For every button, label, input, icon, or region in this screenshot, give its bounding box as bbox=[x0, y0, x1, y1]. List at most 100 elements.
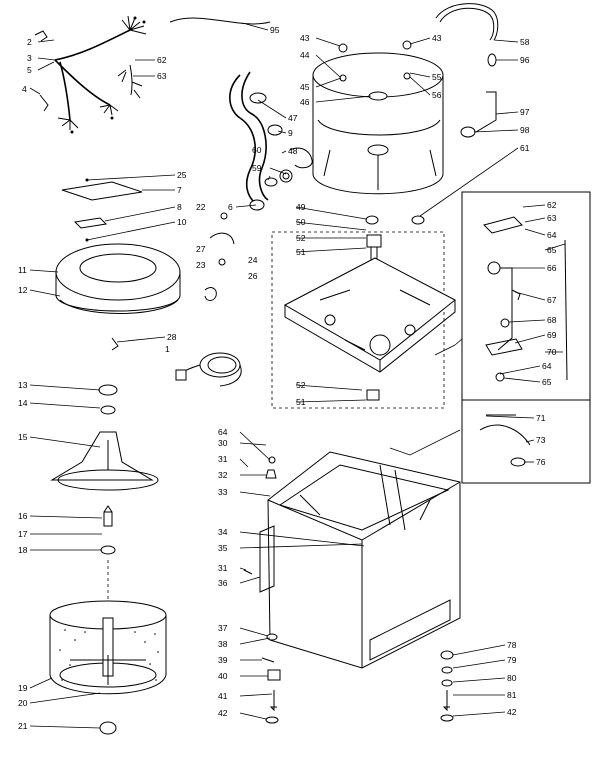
callout-95: 95 bbox=[270, 25, 280, 35]
callout-42b: 42 bbox=[507, 707, 517, 717]
callout-28: 28 bbox=[167, 332, 177, 342]
outer-tub bbox=[312, 40, 444, 225]
callout-36: 36 bbox=[218, 578, 228, 588]
callout-62b: 62 bbox=[547, 200, 557, 210]
callout-56: 56 bbox=[432, 90, 442, 100]
callout-58: 58 bbox=[520, 37, 530, 47]
callout-61: 61 bbox=[520, 143, 530, 153]
hardware bbox=[204, 212, 454, 724]
callout-44: 44 bbox=[300, 50, 310, 60]
callout-31b: 31 bbox=[218, 563, 228, 573]
callout-14: 14 bbox=[18, 398, 28, 408]
lid-assembly bbox=[55, 178, 181, 351]
callout-8: 8 bbox=[177, 202, 182, 212]
callout-27: 27 bbox=[196, 244, 206, 254]
callout-38: 38 bbox=[218, 639, 228, 649]
callout-16: 16 bbox=[18, 511, 28, 521]
callout-10: 10 bbox=[177, 217, 187, 227]
callout-47: 47 bbox=[288, 113, 298, 123]
callout-55: 55 bbox=[432, 72, 442, 82]
callout-12: 12 bbox=[18, 285, 28, 295]
callout-6: 6 bbox=[228, 202, 233, 212]
callout-21: 21 bbox=[18, 721, 28, 731]
hoses bbox=[229, 71, 313, 211]
callout-13: 13 bbox=[18, 380, 28, 390]
callout-66: 66 bbox=[547, 263, 557, 273]
callout-63a: 63 bbox=[157, 71, 167, 81]
switch-detail-box bbox=[461, 191, 591, 484]
power-cord bbox=[175, 352, 242, 387]
callout-59: 59 bbox=[252, 163, 262, 173]
callout-37: 37 bbox=[218, 623, 228, 633]
callout-71: 71 bbox=[536, 413, 546, 423]
callout-64: 64 bbox=[218, 427, 228, 437]
callout-64a: 64 bbox=[547, 230, 557, 240]
callout-5: 5 bbox=[27, 65, 32, 75]
callout-24: 24 bbox=[248, 255, 258, 265]
callout-18: 18 bbox=[18, 545, 28, 555]
callout-3: 3 bbox=[27, 53, 32, 63]
callout-69: 69 bbox=[547, 330, 557, 340]
callout-19: 19 bbox=[18, 683, 28, 693]
callout-60: 60 bbox=[252, 145, 262, 155]
wire-harness bbox=[34, 15, 271, 134]
callout-1: 1 bbox=[165, 344, 170, 354]
callout-34: 34 bbox=[218, 527, 228, 537]
callout-79: 79 bbox=[507, 655, 517, 665]
callout-26: 26 bbox=[248, 271, 258, 281]
callout-65a: 65 bbox=[547, 245, 557, 255]
callout-labels: 2 3 4 5 62 63 95 25 7 8 10 11 12 28 1 13… bbox=[18, 25, 557, 731]
agitator-parts bbox=[50, 384, 159, 600]
callout-50: 50 bbox=[296, 217, 306, 227]
callout-2: 2 bbox=[27, 37, 32, 47]
callout-15: 15 bbox=[18, 432, 28, 442]
callout-43a: 43 bbox=[300, 33, 310, 43]
callout-22: 22 bbox=[196, 202, 206, 212]
callout-78: 78 bbox=[507, 640, 517, 650]
callout-41: 41 bbox=[218, 691, 228, 701]
callout-67: 67 bbox=[547, 295, 557, 305]
cabinet bbox=[259, 451, 461, 669]
transmission-assembly bbox=[271, 231, 456, 409]
callout-4: 4 bbox=[22, 84, 27, 94]
callout-70: 70 bbox=[547, 347, 557, 357]
callout-39: 39 bbox=[218, 655, 228, 665]
callout-42a: 42 bbox=[218, 708, 228, 718]
callout-76: 76 bbox=[536, 457, 546, 467]
callout-32: 32 bbox=[218, 470, 228, 480]
callout-97: 97 bbox=[520, 107, 530, 117]
callout-17: 17 bbox=[18, 529, 28, 539]
callout-96: 96 bbox=[520, 55, 530, 65]
callout-63b: 63 bbox=[547, 213, 557, 223]
leader-lines bbox=[29, 23, 566, 729]
callout-73: 73 bbox=[536, 435, 546, 445]
callout-9: 9 bbox=[288, 128, 293, 138]
callout-52a: 52 bbox=[296, 233, 306, 243]
callout-30: 30 bbox=[218, 438, 228, 448]
callout-31a: 31 bbox=[218, 454, 228, 464]
callout-11: 11 bbox=[18, 265, 27, 275]
callout-43b: 43 bbox=[432, 33, 442, 43]
callout-52b: 52 bbox=[296, 380, 306, 390]
drain-hose bbox=[435, 3, 499, 138]
callout-80: 80 bbox=[507, 673, 517, 683]
callout-40: 40 bbox=[218, 671, 228, 681]
callout-98: 98 bbox=[520, 125, 530, 135]
spin-basket bbox=[49, 600, 167, 735]
callout-49: 49 bbox=[296, 202, 306, 212]
callout-51a: 51 bbox=[296, 247, 306, 257]
callout-51b: 51 bbox=[296, 397, 306, 407]
callout-33: 33 bbox=[218, 487, 228, 497]
callout-62a: 62 bbox=[157, 55, 167, 65]
callout-20: 20 bbox=[18, 698, 28, 708]
callout-46: 46 bbox=[300, 97, 310, 107]
callout-7: 7 bbox=[177, 185, 182, 195]
callout-25: 25 bbox=[177, 170, 187, 180]
callout-45: 45 bbox=[300, 82, 310, 92]
callout-68: 68 bbox=[547, 315, 557, 325]
callout-23: 23 bbox=[196, 260, 206, 270]
callout-81: 81 bbox=[507, 690, 517, 700]
callout-65b: 65 bbox=[542, 377, 552, 387]
callout-48: 48 bbox=[288, 146, 298, 156]
